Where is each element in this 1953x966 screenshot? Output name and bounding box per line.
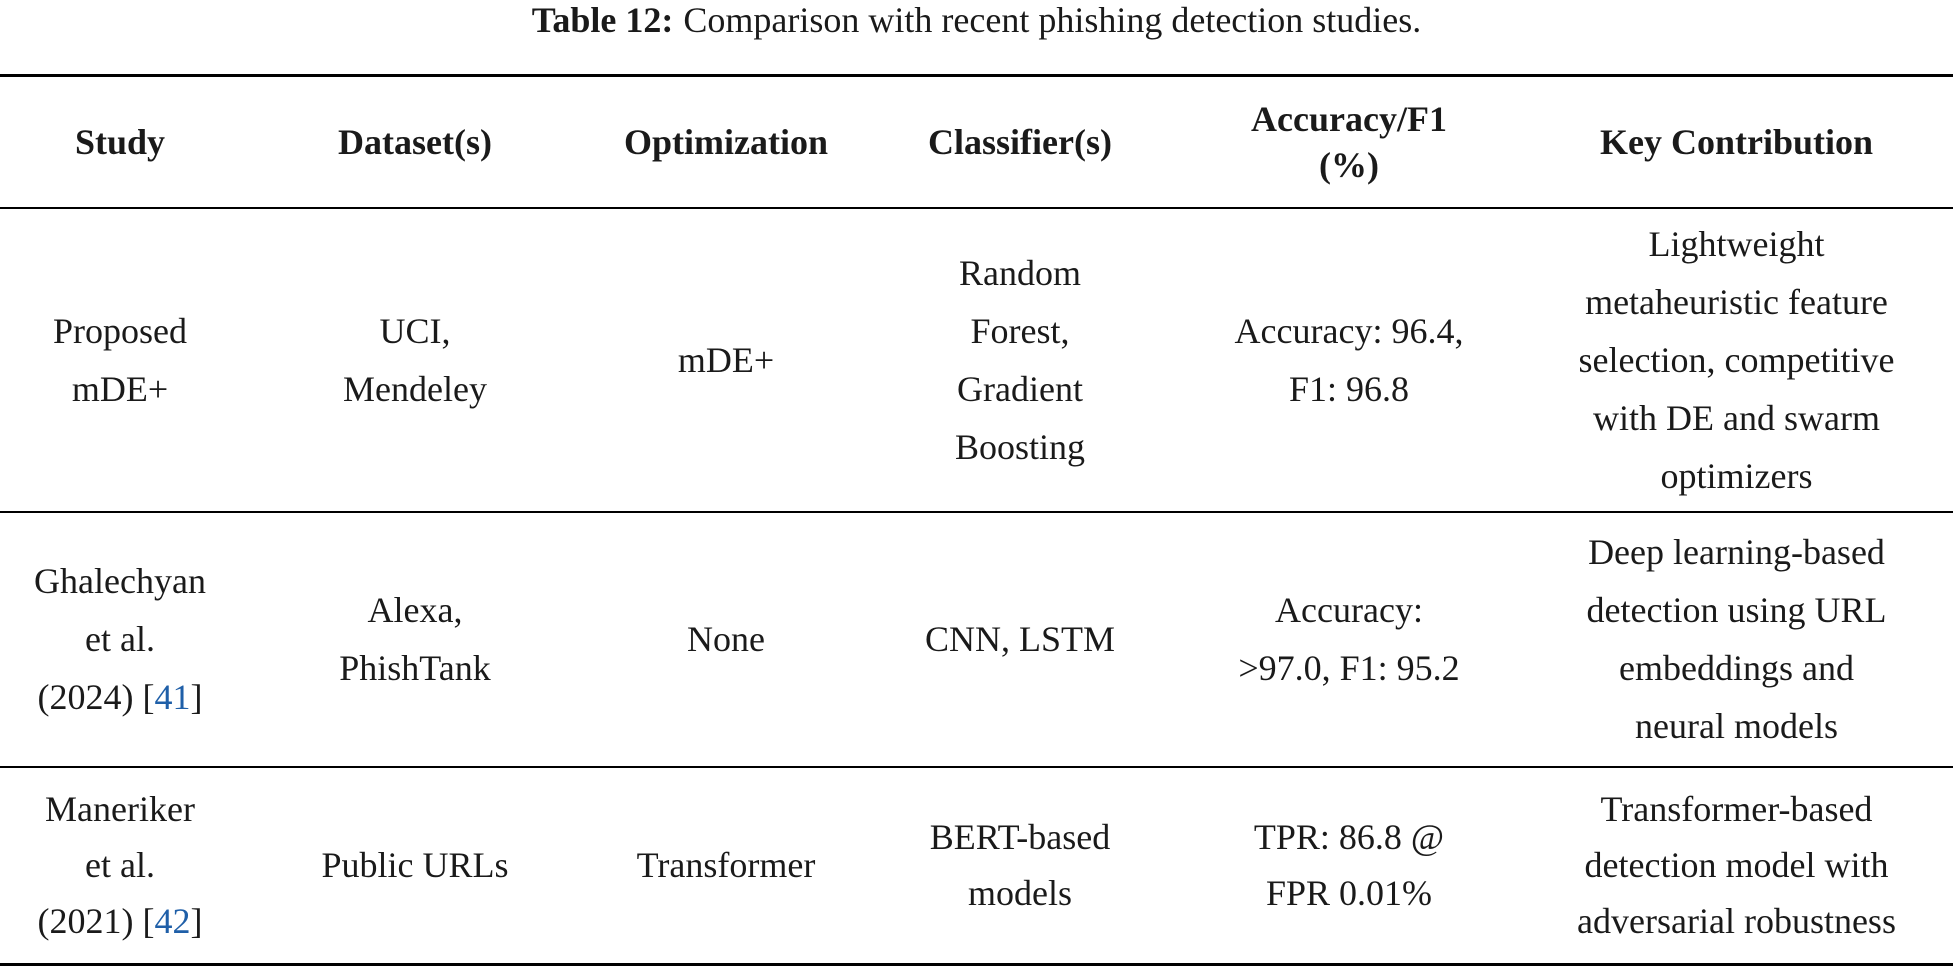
- cell-line: et al.: [85, 845, 155, 886]
- table-caption: Table 12:Comparison with recent phishing…: [0, 0, 1953, 40]
- comparison-table: Study Dataset(s) Optimization Classifier…: [0, 74, 1953, 966]
- caption-text: Comparison with recent phishing detectio…: [683, 0, 1422, 40]
- cell-line: Transformer-based: [1600, 789, 1873, 830]
- cell-line: (2021) [42]: [2, 893, 238, 949]
- cell-line: Random: [959, 252, 1081, 293]
- cell-line: BERT-based: [929, 817, 1111, 858]
- cell-datasets: UCI, Mendeley: [240, 208, 590, 512]
- cell-line: Forest,: [970, 310, 1070, 351]
- cell-contribution: Transformer-based detection model with a…: [1520, 767, 1953, 965]
- cell-metric: Accuracy: >97.0, F1: 95.2: [1178, 512, 1520, 767]
- cell-optimization: Transformer: [636, 845, 816, 886]
- citation-suffix: ]: [190, 677, 203, 717]
- citation-link[interactable]: 41: [154, 677, 191, 717]
- citation-link[interactable]: 42: [154, 901, 191, 942]
- cell-contribution: Lightweight metaheuristic feature select…: [1520, 208, 1953, 512]
- header-study: Study: [74, 121, 166, 162]
- cell-line: Ghalechyan: [34, 561, 206, 601]
- cell-study: Maneriker et al. (2021) [42]: [0, 767, 240, 965]
- header-datasets: Dataset(s): [338, 121, 492, 162]
- cell-study: Ghalechyan et al. (2024) [41]: [0, 512, 240, 767]
- cell-classifiers: CNN, LSTM: [924, 619, 1116, 659]
- cell-line: adversarial robustness: [1577, 901, 1896, 942]
- cell-line: models: [968, 873, 1072, 914]
- cell-line: Alexa,: [367, 590, 463, 630]
- cell-line: embeddings and: [1619, 648, 1854, 688]
- cell-optimization: mDE+: [677, 339, 775, 380]
- cell-line: selection, competitive: [1578, 339, 1895, 380]
- cell-contribution: Deep learning-based detection using URL …: [1520, 512, 1953, 767]
- table-row: Maneriker et al. (2021) [42] Public URLs…: [0, 767, 1953, 965]
- cell-classifiers: BERT-based models: [862, 767, 1178, 965]
- header-contribution: Key Contribution: [1599, 121, 1874, 162]
- cell-line: Maneriker: [45, 789, 195, 830]
- header-optimization: Optimization: [624, 121, 828, 162]
- citation-prefix: (2021) [: [37, 901, 155, 942]
- header-metric: Accuracy/F1 (%): [1178, 76, 1520, 208]
- cell-line: TPR: 86.8 @: [1253, 817, 1445, 858]
- cell-classifiers: Random Forest, Gradient Boosting: [862, 208, 1178, 512]
- header-metric-line2: (%): [1319, 144, 1379, 185]
- header-classifiers: Classifier(s): [928, 121, 1112, 162]
- header-metric-line1: Accuracy/F1: [1251, 98, 1447, 139]
- cell-datasets: Public URLs: [321, 845, 509, 886]
- cell-line: neural models: [1635, 706, 1838, 746]
- cell-line: et al.: [85, 619, 155, 659]
- cell-line: Deep learning-based: [1588, 532, 1885, 572]
- cell-line: metaheuristic feature: [1585, 281, 1888, 322]
- cell-line: PhishTank: [339, 648, 491, 688]
- cell-line: F1: 96.8: [1288, 368, 1410, 409]
- cell-line: Proposed: [53, 310, 187, 351]
- cell-line: Mendeley: [343, 368, 487, 409]
- citation-prefix: (2024) [: [37, 677, 155, 717]
- citation-suffix: ]: [190, 901, 203, 942]
- cell-line: detection using URL: [1586, 590, 1887, 630]
- cell-line: Boosting: [954, 426, 1086, 467]
- cell-optimization: None: [687, 619, 765, 659]
- table-row: Proposed mDE+ UCI, Mendeley mDE+ Random …: [0, 208, 1953, 512]
- cell-line: mDE+: [71, 368, 169, 409]
- cell-line: FPR 0.01%: [1265, 873, 1433, 914]
- cell-metric: Accuracy: 96.4, F1: 96.8: [1178, 208, 1520, 512]
- table-row: Ghalechyan et al. (2024) [41] Alexa, Phi…: [0, 512, 1953, 767]
- header-row: Study Dataset(s) Optimization Classifier…: [0, 75, 1953, 208]
- cell-line: (2024) [41]: [2, 668, 238, 726]
- cell-line: Accuracy:: [1275, 590, 1423, 630]
- cell-line: Gradient: [957, 368, 1083, 409]
- cell-line: detection model with: [1584, 845, 1889, 886]
- caption-label: Table 12:: [531, 0, 674, 40]
- cell-study: Proposed mDE+: [0, 208, 240, 512]
- cell-datasets: Alexa, PhishTank: [240, 512, 590, 767]
- cell-line: with DE and swarm: [1593, 397, 1880, 438]
- cell-line: Accuracy: 96.4,: [1234, 310, 1464, 351]
- cell-line: >97.0, F1: 95.2: [1238, 648, 1460, 688]
- cell-line: Lightweight: [1648, 223, 1825, 264]
- cell-line: optimizers: [1660, 455, 1813, 496]
- cell-line: UCI,: [379, 310, 451, 351]
- cell-metric: TPR: 86.8 @ FPR 0.01%: [1178, 767, 1520, 965]
